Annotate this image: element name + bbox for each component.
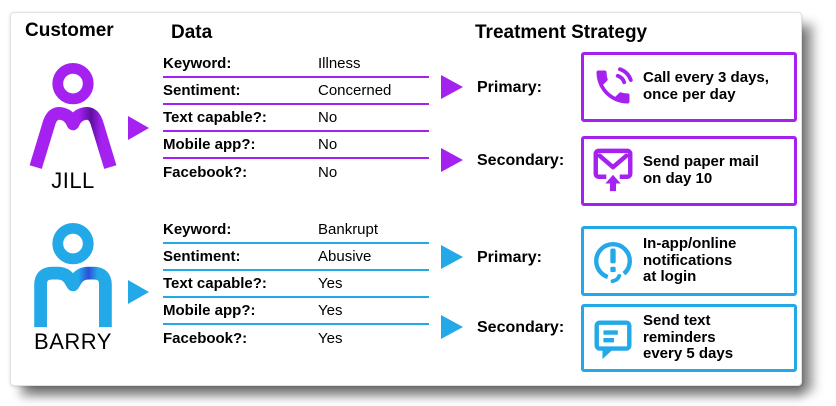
table-row: Sentiment: Concerned <box>163 78 429 105</box>
row-label: Keyword: <box>163 221 232 238</box>
arrow-icon <box>441 315 463 339</box>
row-value: No <box>318 109 338 126</box>
customer-name: JILL <box>51 168 95 193</box>
row-value: Bankrupt <box>318 221 379 238</box>
person-icon <box>29 63 117 169</box>
treatment-text: Send text reminders every 5 days <box>643 311 734 363</box>
row-value: Abusive <box>318 248 372 265</box>
treatment-type-label: Secondary: <box>477 319 565 336</box>
row-label: Facebook?: <box>163 164 248 181</box>
row-label: Mobile app?: <box>163 302 256 319</box>
customer-name: BARRY <box>34 329 112 354</box>
treatment-box: Send text reminders every 5 days <box>581 304 797 372</box>
row-label: Facebook?: <box>163 330 248 347</box>
person-icon <box>34 223 112 328</box>
table-row: Keyword: Bankrupt <box>163 217 429 244</box>
treatment-text: Call every 3 days, once per day <box>643 69 769 103</box>
table-row: Text capable?: No <box>163 105 429 132</box>
row-label: Mobile app?: <box>163 136 256 153</box>
treatment-type-label: Primary: <box>477 79 542 96</box>
row-label: Text capable?: <box>163 109 267 126</box>
row-label: Text capable?: <box>163 275 267 292</box>
arrow-icon <box>441 75 463 99</box>
data-column-header: Data <box>171 22 213 43</box>
customer-data-table: Keyword: Illness Sentiment: Concerned Te… <box>163 51 429 186</box>
row-label: Sentiment: <box>163 82 241 99</box>
table-row: Facebook?: Yes <box>163 325 429 352</box>
table-row: Text capable?: Yes <box>163 271 429 298</box>
table-row: Facebook?: No <box>163 159 429 186</box>
table-row: Mobile app?: Yes <box>163 298 429 325</box>
row-value: Concerned <box>318 82 392 99</box>
table-row: Mobile app?: No <box>163 132 429 159</box>
flow-arrow-icon <box>128 116 149 140</box>
alert-icon <box>589 234 637 288</box>
treatment-box: Send paper mail on day 10 <box>581 136 797 206</box>
treatment-text: Send paper mail on day 10 <box>643 153 759 187</box>
row-value: Yes <box>318 330 343 347</box>
chat-icon <box>589 311 637 365</box>
table-row: Sentiment: Abusive <box>163 244 429 271</box>
row-value: Illness <box>318 55 361 72</box>
treatment-text: In-app/online notifications at login <box>643 234 737 286</box>
row-label: Sentiment: <box>163 248 241 265</box>
treatment-strategy-column-header: Treatment Strategy <box>475 22 648 43</box>
customer-column-header: Customer <box>25 20 114 41</box>
treatment-box: In-app/online notifications at login <box>581 226 797 296</box>
treatment-box: Call every 3 days, once per day <box>581 52 797 122</box>
row-value: Yes <box>318 275 343 292</box>
customer-data-table: Keyword: Bankrupt Sentiment: Abusive Tex… <box>163 217 429 352</box>
treatment-type-label: Secondary: <box>477 152 565 169</box>
row-value: Yes <box>318 302 343 319</box>
row-value: No <box>318 164 338 181</box>
arrow-icon <box>441 245 463 269</box>
phone-icon <box>589 60 637 114</box>
treatment-type-label: Primary: <box>477 249 542 266</box>
mail-icon <box>589 144 637 198</box>
row-label: Keyword: <box>163 55 232 72</box>
row-value: No <box>318 136 338 153</box>
table-row: Keyword: Illness <box>163 51 429 78</box>
diagram-card: Customer Data Treatment Strategy JILL Ke… <box>10 12 802 386</box>
arrow-icon <box>441 148 463 172</box>
flow-arrow-icon <box>128 280 149 304</box>
